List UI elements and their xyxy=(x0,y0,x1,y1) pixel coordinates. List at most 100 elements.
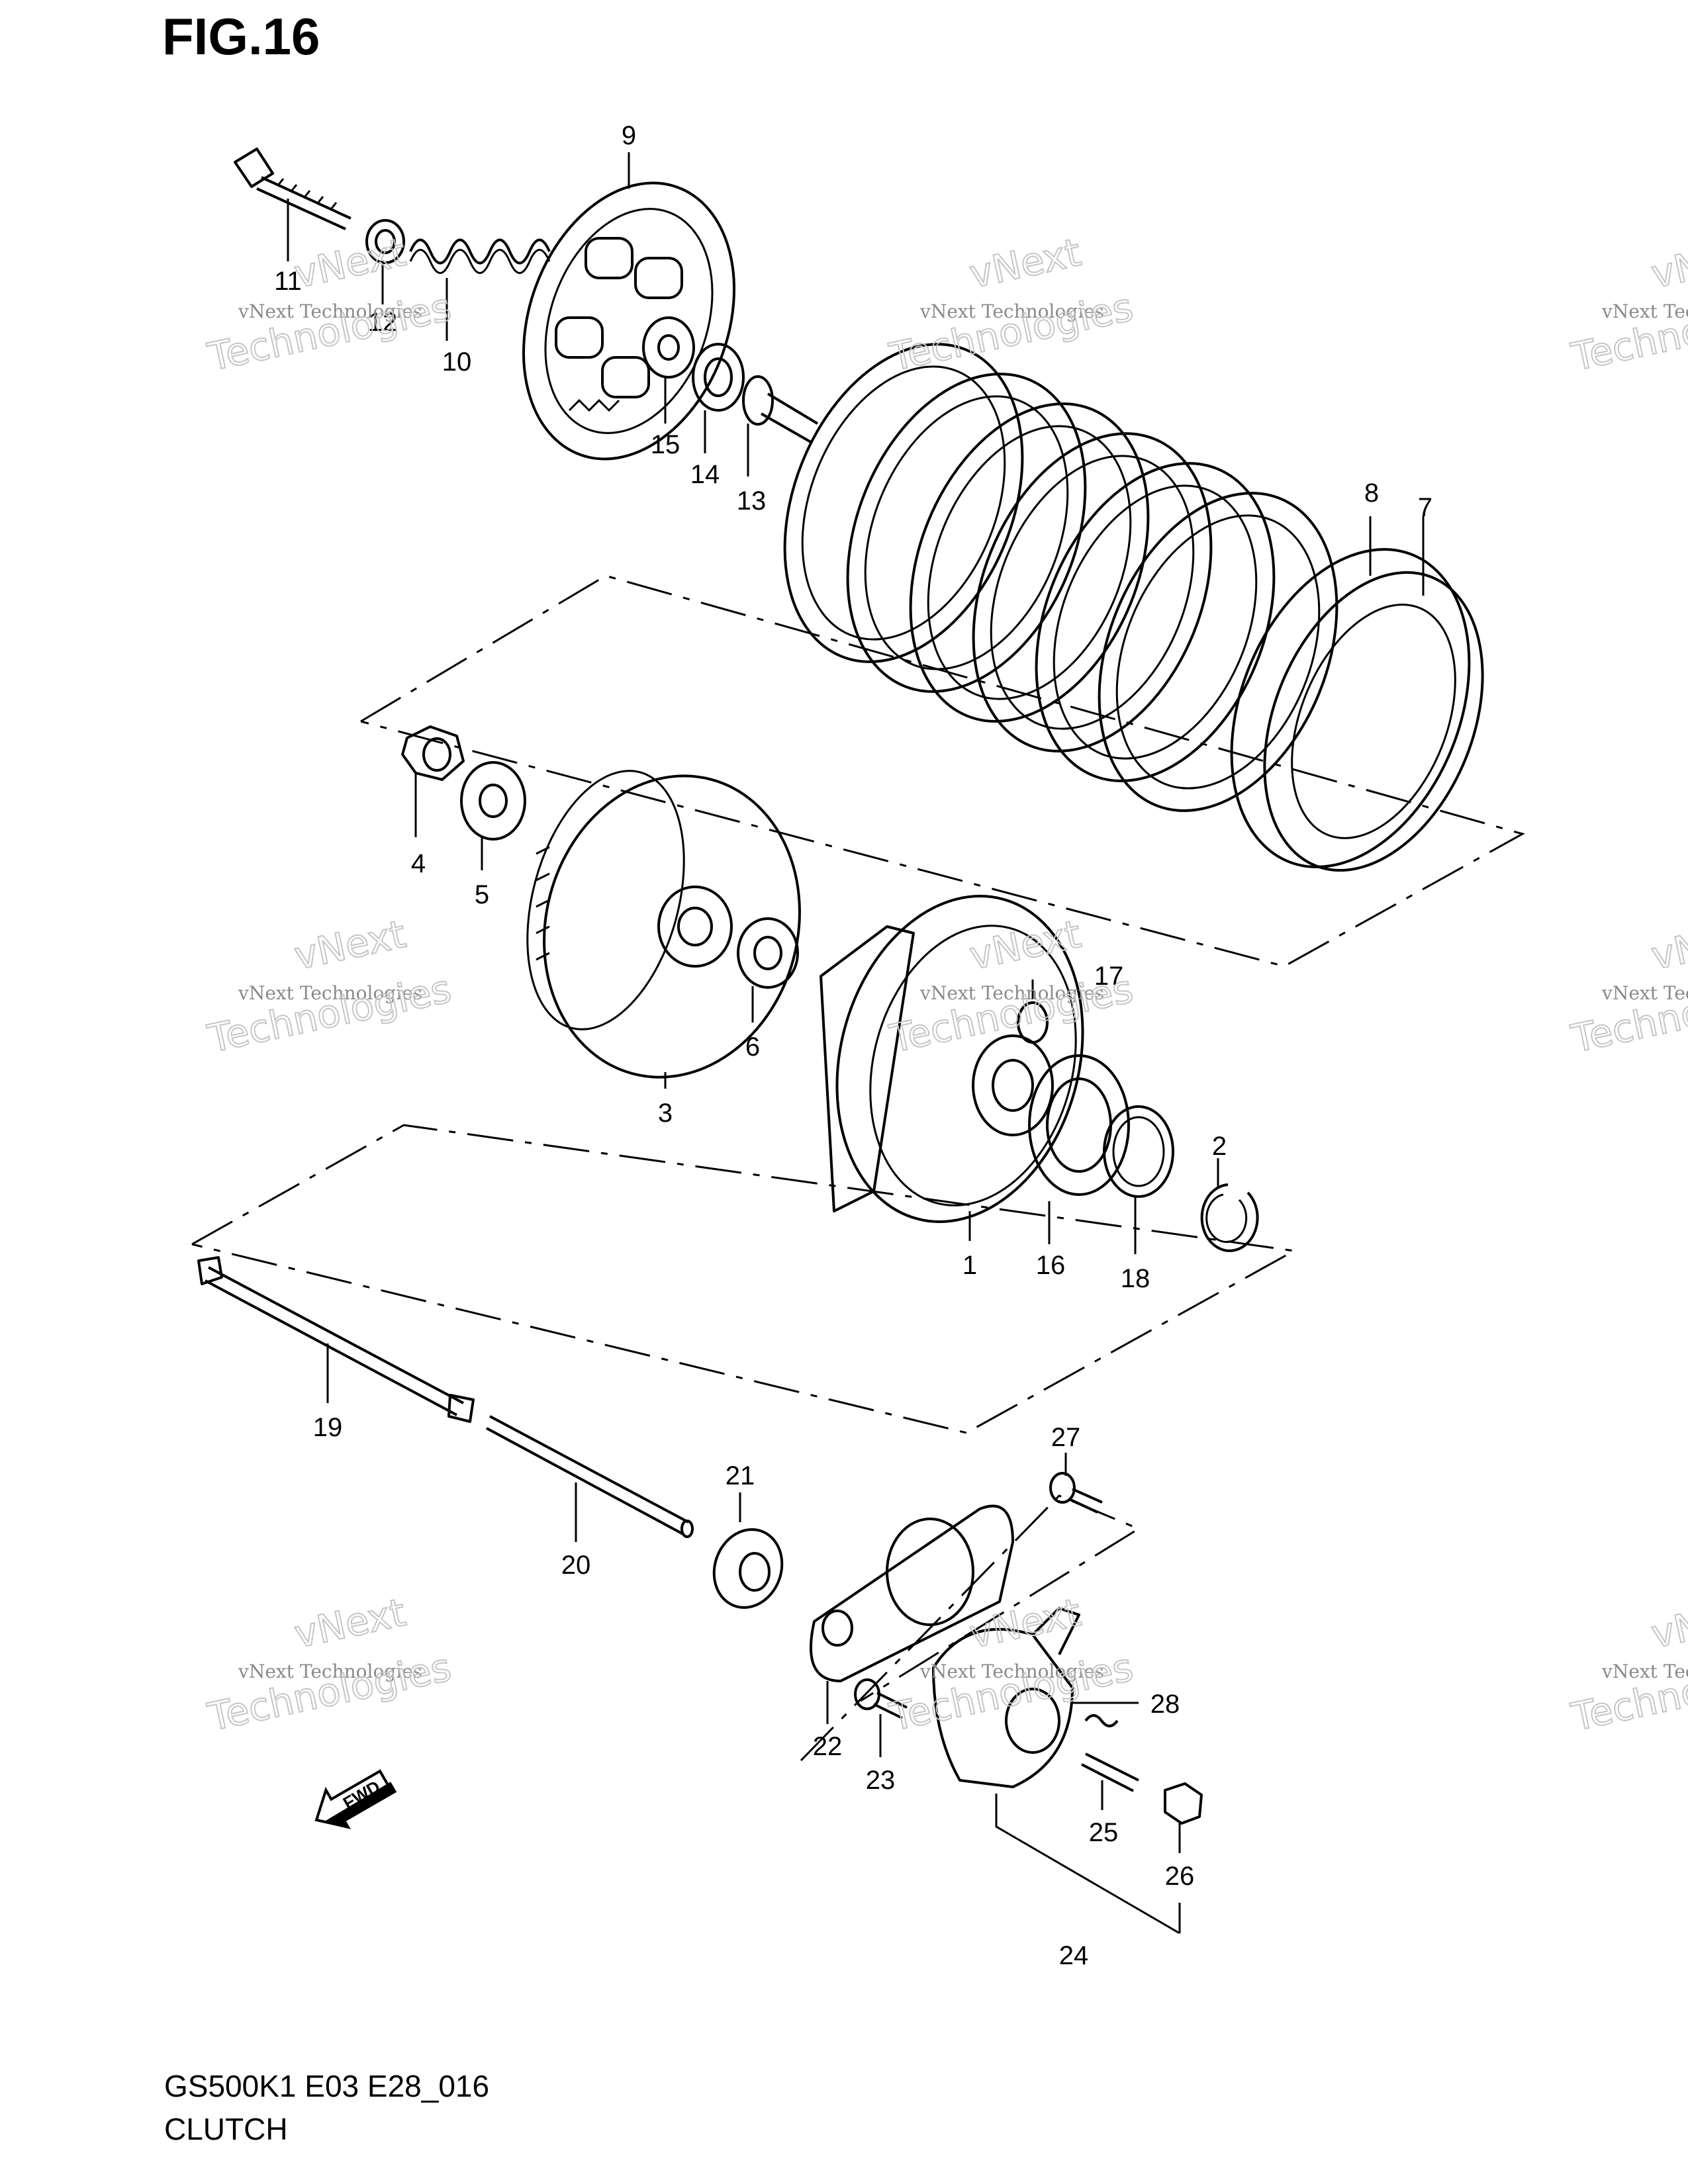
watermark-9-big-1: vNext xyxy=(1648,1590,1688,1657)
watermark-6-big-2: Technologies xyxy=(1568,966,1688,1062)
watermark-9: vNext Technologies vNext Technologies xyxy=(1567,1589,1688,1741)
watermark-5-big-2: Technologies xyxy=(886,966,1137,1062)
watermark-8-big-2: Technologies xyxy=(886,1645,1137,1740)
part-oil-seal-21 xyxy=(712,1528,784,1609)
callout-23: 23 xyxy=(866,1766,896,1795)
callout-1: 1 xyxy=(962,1251,977,1280)
part-washer-15 xyxy=(642,316,695,379)
part-pressure-plate-9 xyxy=(522,181,735,461)
watermark-9-big-2: Technologies xyxy=(1568,1645,1688,1740)
callout-9: 9 xyxy=(622,121,636,150)
callout-2: 2 xyxy=(1212,1132,1227,1161)
part-clutch-plate-stack xyxy=(783,343,1484,872)
callout-16: 16 xyxy=(1036,1251,1066,1280)
callout-8: 8 xyxy=(1364,478,1379,508)
watermark-6-big-1: vNext xyxy=(1648,911,1688,979)
callout-17: 17 xyxy=(1094,962,1124,991)
watermark-1: vNext Technologies vNext Technologies xyxy=(203,229,456,381)
callout-25: 25 xyxy=(1089,1818,1119,1847)
watermark-2-big-1: vNext xyxy=(966,230,1085,297)
callout-15: 15 xyxy=(651,430,680,459)
watermark-3-big-2: Technologies xyxy=(1568,285,1688,380)
part-spring-28 xyxy=(1084,1714,1119,1727)
callout-18: 18 xyxy=(1121,1264,1150,1293)
watermarks: vNext Technologies vNext Technologies vN… xyxy=(203,229,1688,1741)
part-sleeve-hub-3 xyxy=(526,770,801,1079)
part-release-assembly-24 xyxy=(932,1607,1080,1788)
callout-20: 20 xyxy=(561,1551,591,1580)
callout-19: 19 xyxy=(313,1413,343,1442)
watermark-7: vNext Technologies vNext Technologies xyxy=(203,1589,456,1741)
upper-assembly-boundary xyxy=(360,574,1525,968)
watermark-7-big-2: Technologies xyxy=(204,1645,455,1740)
part-push-rod-19 xyxy=(197,1256,475,1423)
callout-6: 6 xyxy=(745,1032,760,1062)
part-washer-18 xyxy=(1103,1105,1174,1198)
lower-assembly-boundary xyxy=(191,1124,1297,1434)
section-title: CLUTCH xyxy=(164,2112,288,2146)
part-bushing-17 xyxy=(1017,1001,1049,1044)
callout-27: 27 xyxy=(1051,1423,1081,1452)
callout-13: 13 xyxy=(737,486,767,516)
watermark-3: vNext Technologies vNext Technologies xyxy=(1567,229,1688,381)
watermark-8-small: vNext Technologies xyxy=(919,1661,1104,1682)
part-bolt-11 xyxy=(234,148,352,230)
watermark-3-small: vNext Technologies xyxy=(1601,300,1688,322)
callout-4: 4 xyxy=(411,849,426,878)
callout-21: 21 xyxy=(726,1461,755,1490)
watermark-2: vNext Technologies vNext Technologies xyxy=(885,229,1138,381)
part-nut-4 xyxy=(401,725,465,781)
watermark-8-big-1: vNext xyxy=(966,1590,1085,1657)
watermark-7-big-1: vNext xyxy=(291,1590,410,1657)
fwd-arrow-icon: FWD xyxy=(314,1769,397,1829)
callout-11: 11 xyxy=(274,267,302,296)
watermark-4: vNext Technologies vNext Technologies xyxy=(203,911,456,1062)
part-washer-6 xyxy=(737,917,799,989)
part-nut-26 xyxy=(1164,1782,1203,1825)
part-clutch-housing-1 xyxy=(820,895,1084,1223)
watermark-2-big-2: Technologies xyxy=(886,285,1137,380)
watermark-1-big-1: vNext xyxy=(291,230,410,297)
watermark-4-big-1: vNext xyxy=(291,911,410,979)
watermark-4-big-2: Technologies xyxy=(204,966,455,1062)
callout-14: 14 xyxy=(690,460,720,489)
figure-title: FIG.16 xyxy=(162,7,320,66)
model-code: GS500K1 E03 E28_016 xyxy=(164,2069,490,2103)
watermark-2-small: vNext Technologies xyxy=(919,300,1104,322)
callout-7: 7 xyxy=(1418,493,1432,522)
part-gasket-22 xyxy=(810,1504,1014,1682)
watermark-7-small: vNext Technologies xyxy=(238,1661,422,1682)
watermark-5: vNext Technologies vNext Technologies xyxy=(885,911,1138,1062)
callout-labels: 9 11 12 10 15 14 13 8 7 4 5 3 6 17 2 1 1… xyxy=(274,121,1432,1970)
part-lifter-pin-13 xyxy=(742,375,819,443)
part-lock-washer-5 xyxy=(460,761,526,841)
release-assembly-boundary xyxy=(800,1494,1141,1762)
callout-28: 28 xyxy=(1150,1690,1180,1719)
callout-22: 22 xyxy=(813,1732,843,1761)
watermark-1-big-2: Technologies xyxy=(204,285,455,380)
callout-10: 10 xyxy=(442,347,472,377)
callout-26: 26 xyxy=(1165,1862,1195,1891)
watermark-5-big-1: vNext xyxy=(966,911,1085,979)
callout-12: 12 xyxy=(368,308,398,337)
watermark-5-small: vNext Technologies xyxy=(919,982,1104,1004)
watermark-3-big-1: vNext xyxy=(1648,230,1688,297)
watermark-6-small: vNext Technologies xyxy=(1601,982,1688,1004)
watermark-4-small: vNext Technologies xyxy=(238,982,422,1004)
callout-3: 3 xyxy=(658,1099,673,1128)
callout-5: 5 xyxy=(475,880,489,909)
leader-lines xyxy=(287,152,1425,1934)
callout-24: 24 xyxy=(1059,1941,1089,1970)
part-bolt-27 xyxy=(1049,1472,1103,1514)
part-bearing-14 xyxy=(692,343,745,412)
watermark-1-small: vNext Technologies xyxy=(238,300,422,322)
part-push-rod-20 xyxy=(486,1415,694,1538)
part-spring-10 xyxy=(409,238,551,274)
part-circlip-2 xyxy=(1200,1183,1259,1252)
part-bolt-23 xyxy=(854,1678,908,1719)
watermark-6: vNext Technologies vNext Technologies xyxy=(1567,911,1688,1062)
part-screw-25 xyxy=(1081,1752,1139,1792)
watermark-9-small: vNext Technologies xyxy=(1601,1661,1688,1682)
